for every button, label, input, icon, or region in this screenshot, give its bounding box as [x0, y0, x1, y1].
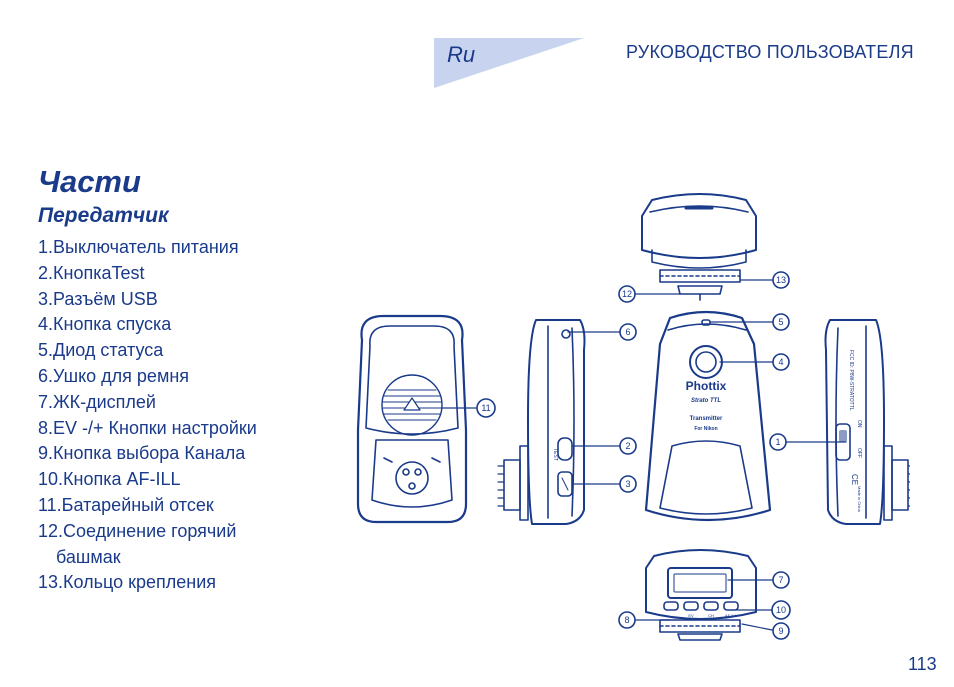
compatibility-label: For Nikon	[694, 426, 717, 432]
page-number: 113	[908, 654, 937, 674]
list-item: 7.ЖК-дисплей	[38, 391, 156, 412]
ce-mark: CE	[850, 474, 859, 485]
callout-7: 7	[772, 571, 790, 589]
svg-text:12: 12	[622, 289, 632, 299]
ch-button-label: CH	[708, 613, 714, 618]
device-type-label: Transmitter	[690, 416, 723, 422]
svg-text:3: 3	[625, 479, 630, 489]
list-item: 13.Кольцо крепления	[38, 572, 217, 593]
language-tab	[434, 38, 584, 88]
off-label: OFF	[856, 448, 862, 458]
parts-list: 1.Выключатель питания 2.КнопкаTest 3.Раз…	[38, 235, 257, 596]
front-view: Phottix Strato TTL Transmitter For Nikon	[644, 310, 772, 522]
list-item: 8.EV -/+ Кнопки настройки	[38, 417, 257, 438]
callout-5: 5	[772, 313, 790, 331]
callout-2: 2	[619, 437, 637, 455]
svg-text:4: 4	[778, 357, 783, 367]
callout-12: 12	[618, 285, 636, 303]
transmitter-diagram: TEST Phottix Strato TTL Transmitter For …	[356, 193, 910, 641]
callout-1: 1	[769, 433, 787, 451]
svg-text:13: 13	[776, 275, 786, 285]
list-item: 11.Батарейный отсек	[38, 494, 214, 515]
callout-13: 13	[772, 271, 790, 289]
list-item: 12.Соединение горячий	[38, 520, 237, 541]
callout-9: 9	[772, 622, 790, 640]
made-in-label: Made in China	[857, 486, 862, 513]
subsection-title: Передатчик	[38, 204, 169, 227]
callout-4: 4	[772, 353, 790, 371]
afill-button-label: AF-ILL	[725, 613, 738, 618]
svg-text:7: 7	[778, 575, 783, 585]
page-header-title: РУКОВОДСТВО ПОЛЬЗОВАТЕЛЯ	[626, 42, 914, 62]
list-item: 6.Ушко для ремня	[38, 365, 190, 386]
back-view	[356, 314, 468, 524]
model-label: Strato TTL	[691, 398, 721, 404]
list-item: 9.Кнопка выбора Канала	[38, 443, 246, 464]
right-side-view: FCC ID: P8W-STRATOTTL ON OFF CE Made in …	[824, 319, 910, 525]
battery-cover-grille	[382, 389, 442, 421]
svg-text:11: 11	[481, 403, 490, 413]
on-label: ON	[856, 420, 862, 428]
svg-text:2: 2	[625, 441, 630, 451]
fcc-label: FCC ID: P8W-STRATOTTL	[848, 350, 854, 411]
brand-logo-text: Phottix	[686, 379, 727, 393]
svg-text:9: 9	[778, 626, 783, 636]
svg-text:5: 5	[778, 317, 783, 327]
list-item: 3.Разъём USB	[38, 288, 158, 309]
callout-8: 8	[618, 611, 636, 629]
list-item: 1.Выключатель питания	[38, 237, 239, 257]
language-code: Ru	[447, 42, 476, 67]
list-item-continuation: башмак	[56, 546, 121, 567]
list-item: 10.Кнопка AF-ILL	[38, 469, 181, 490]
ev-button-label: EV	[688, 613, 694, 618]
callout-markers: 13 12 5 4 6 2 3 1	[476, 271, 791, 640]
top-view	[641, 193, 757, 301]
callout-3: 3	[619, 475, 637, 493]
svg-text:8: 8	[624, 615, 629, 625]
bottom-view: EV CH AF-ILL	[645, 549, 757, 641]
section-title: Части	[38, 164, 141, 199]
svg-text:1: 1	[775, 437, 780, 447]
svg-text:6: 6	[625, 327, 630, 337]
callout-10: 10	[771, 600, 791, 620]
list-item: 2.КнопкаTest	[38, 262, 145, 283]
list-item: 4.Кнопка спуска	[38, 314, 172, 335]
callout-11: 11	[476, 398, 496, 418]
callout-6: 6	[619, 323, 637, 341]
language-tab-background	[434, 38, 584, 88]
svg-text:10: 10	[776, 605, 786, 615]
left-side-view: TEST	[497, 319, 586, 525]
test-label: TEST	[552, 448, 558, 461]
list-item: 5.Диод статуса	[38, 340, 164, 361]
callout-leaders	[441, 279, 847, 631]
